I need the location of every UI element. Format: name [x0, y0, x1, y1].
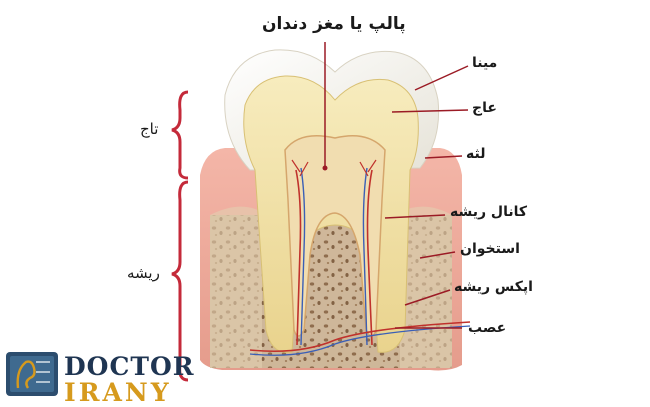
- label-root-apex: اپکس ریشه: [454, 279, 533, 295]
- label-enamel: مینا: [472, 55, 498, 71]
- label-root: ریشه: [127, 264, 160, 282]
- vessel-branches: [291, 159, 377, 177]
- label-crown: تاج: [140, 120, 159, 138]
- pulp-chamber: [284, 135, 386, 337]
- label-nerve: عصب: [468, 320, 507, 336]
- label-dentin: عاج: [472, 100, 497, 116]
- blood-vessel-left: [295, 169, 302, 346]
- leader-lines: [324, 42, 469, 329]
- logo-text-doctor: DOCTOR: [64, 352, 195, 381]
- crown-brace: [171, 90, 189, 180]
- logo-emblem-icon: [6, 352, 58, 396]
- blood-vessel-left-blue: [300, 167, 306, 346]
- blood-vessel-right: [366, 169, 373, 346]
- root-brace: [171, 180, 189, 382]
- blood-vessel-right-blue: [362, 167, 368, 346]
- label-root-canal: کانال ریشه: [450, 204, 527, 220]
- label-pulp: پالپ یا مغز دندان: [262, 14, 406, 34]
- logo-text-irany: IRANY: [64, 378, 172, 407]
- nerve-bundle-blue: [249, 325, 471, 356]
- label-gum: لثه: [466, 146, 486, 162]
- label-bone: استخوان: [460, 241, 520, 257]
- pulp-pointer-dot: [322, 165, 328, 171]
- nerve-bundle: [249, 321, 471, 353]
